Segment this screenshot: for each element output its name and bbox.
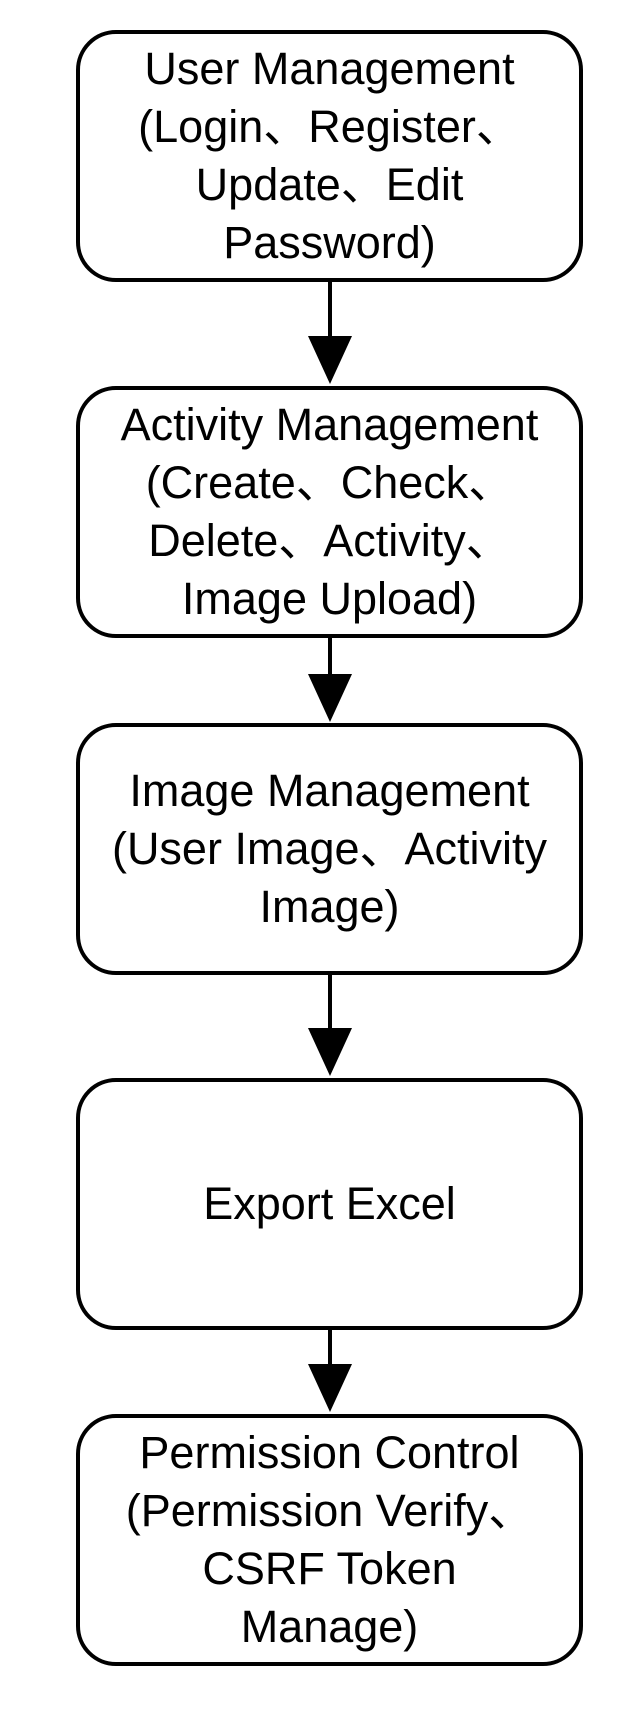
image-management-label: Image Management (User Image、Activity Im… [111, 765, 548, 932]
arrow-export-to-permission [308, 1330, 352, 1412]
arrow-image-to-export [308, 975, 352, 1076]
activity-management-label: Activity Management (Create、Check、 Delet… [120, 399, 539, 624]
permission-control-node: Permission Control (Permission Verify、 C… [76, 1414, 583, 1666]
image-management-node: Image Management (User Image、Activity Im… [76, 723, 583, 975]
arrow-activity-to-image [308, 638, 352, 722]
export-excel-node: Export Excel [76, 1078, 583, 1330]
user-management-node: User Management (Login、Register、 Update、… [76, 30, 583, 282]
activity-management-node: Activity Management (Create、Check、 Delet… [76, 386, 583, 638]
export-excel-label: Export Excel [203, 1178, 456, 1229]
arrow-user-to-activity [308, 282, 352, 384]
user-management-label: User Management (Login、Register、 Update、… [138, 43, 521, 268]
permission-control-label: Permission Control (Permission Verify、 C… [125, 1427, 534, 1652]
